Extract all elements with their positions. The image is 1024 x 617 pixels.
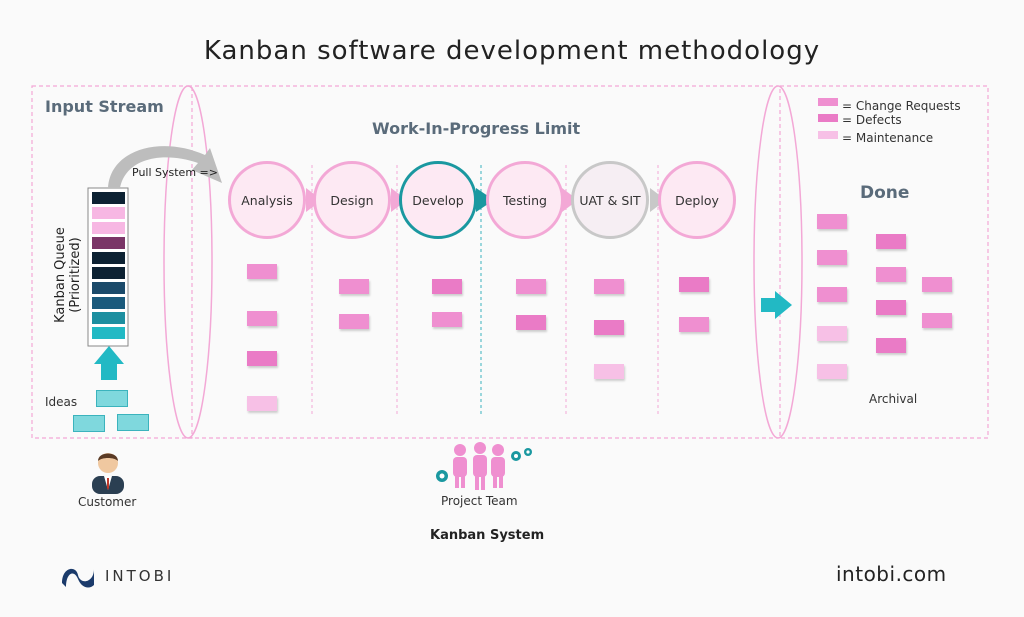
legend-swatch-maintenance [818,131,838,139]
cylinder-right-end [753,85,803,439]
work-card [339,314,369,329]
work-card [247,311,277,326]
work-card [516,279,546,294]
archival-label: Archival [869,392,918,406]
done-card [817,326,847,341]
queue-item [92,222,125,234]
kanban-queue-label: Kanban Queue (Prioritized) [53,227,83,323]
done-card [922,277,952,292]
stage-uat-sit: UAT & SIT [571,161,649,239]
legend-maintenance: = Maintenance [842,131,934,145]
queue-item [92,282,125,294]
work-card [432,279,462,294]
work-card [594,320,624,335]
queue-item [92,207,125,219]
legend-defects: = Defects [842,113,902,127]
done-card [817,214,847,229]
work-card [432,312,462,327]
queue-item [92,327,125,339]
legend-swatch-change-requests [818,98,838,106]
legend-change-requests: = Change Requests [842,99,961,113]
input-stream-label: Input Stream [45,97,164,116]
kanban-system-label: Kanban System [430,528,545,543]
wip-limit-label: Work-In-Progress Limit [372,119,581,138]
done-card [876,234,906,249]
done-card [876,338,906,353]
stage-deploy: Deploy [658,161,736,239]
done-card [876,300,906,315]
done-card [817,287,847,302]
work-card [594,279,624,294]
done-arrow [761,291,792,319]
idea-card [96,390,128,407]
work-card [679,277,709,292]
site-url: intobi.com [836,562,947,586]
cylinder-left-end [163,85,213,439]
done-card [876,267,906,282]
customer-icon [92,453,124,494]
project-team-icon [436,442,532,490]
ideas-label: Ideas [45,395,78,409]
idea-card [117,414,149,431]
stage-testing: Testing [486,161,564,239]
work-card [339,279,369,294]
input-stream-frame [31,85,193,439]
legend-swatch-defects [818,114,838,122]
page-title: Kanban software development methodology [203,36,821,66]
stage-analysis: Analysis [228,161,306,239]
work-card [594,364,624,379]
work-card [516,315,546,330]
queue-item [92,297,125,309]
queue-item [92,192,125,204]
done-card [817,364,847,379]
brand-name: INTOBI [105,567,175,585]
work-card [247,396,277,411]
work-card [247,264,277,279]
done-card [922,313,952,328]
stage-develop: Develop [399,161,477,239]
queue-item [92,267,125,279]
pull-system-label: Pull System => [132,166,218,179]
customer-label: Customer [78,495,137,509]
project-team-label: Project Team [441,494,518,508]
idea-card [73,415,105,432]
intobi-logo-icon [62,568,94,588]
up-arrow [94,346,124,380]
stage-design: Design [313,161,391,239]
done-label: Done [860,183,910,203]
pull-arrow [108,146,222,188]
queue-item [92,252,125,264]
queue-item [92,312,125,324]
work-card [679,317,709,332]
queue-item [92,237,125,249]
done-card [817,250,847,265]
work-card [247,351,277,366]
